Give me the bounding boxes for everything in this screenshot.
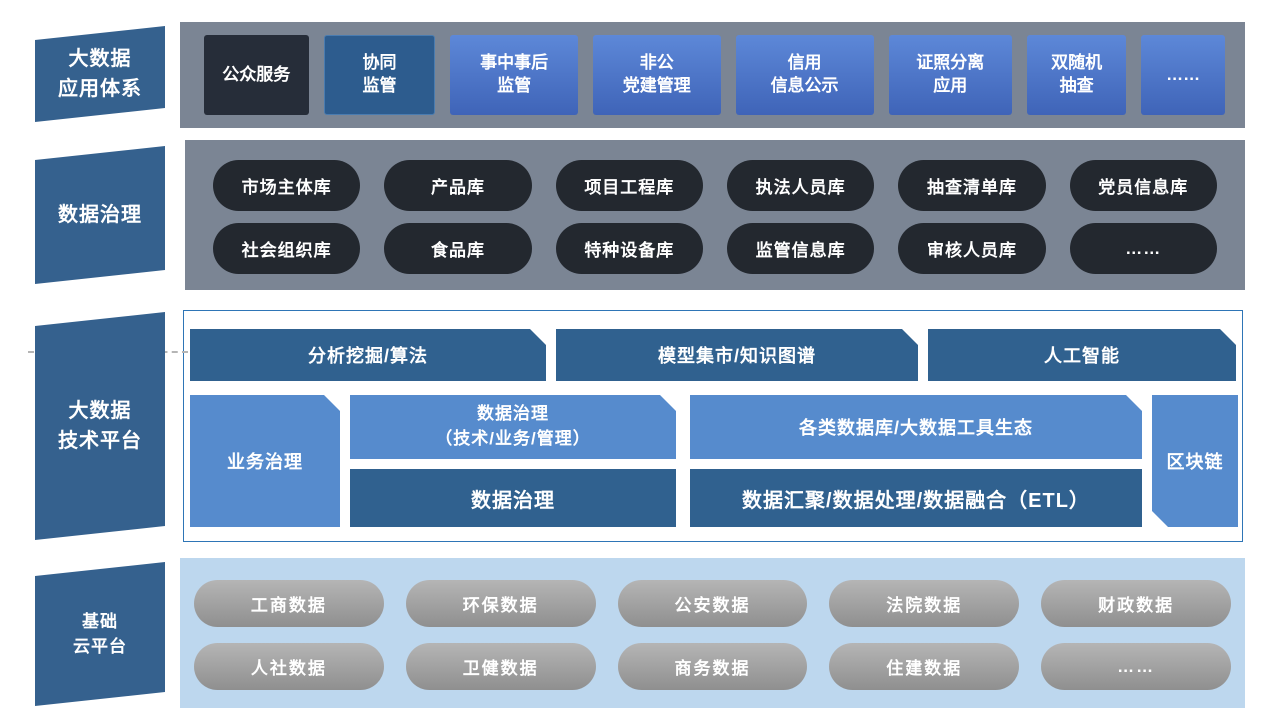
platform-panel: 分析挖掘/算法 模型集市/知识图谱 人工智能 业务治理 数据治理 （技术/业务/… [183, 310, 1243, 542]
db-pill-products: 产品库 [384, 160, 532, 211]
governance-row-1: 市场主体库 产品库 项目工程库 执法人员库 抽查清单库 党员信息库 [213, 160, 1217, 211]
app-item-collab-regulation: 协同 监管 [323, 35, 436, 115]
db-pill-market-entities: 市场主体库 [213, 160, 361, 211]
app-item-credit-publicity: 信用 信息公示 [735, 35, 874, 115]
app-item-inprocess-supervision: 事中事后 监管 [450, 35, 578, 115]
db-pill-food: 食品库 [384, 223, 532, 274]
applications-panel: 公众服务 协同 监管 事中事后 监管 非公 党建管理 信用 信息公示 证照分离 … [180, 22, 1245, 128]
db-pill-party-members: 党员信息库 [1069, 160, 1217, 211]
db-pill-spot-check-lists: 抽查清单库 [898, 160, 1046, 211]
data-pill-court: 法院数据 [829, 580, 1020, 627]
platform-block-database-tool-ecosystem: 各类数据库/大数据工具生态 [690, 395, 1142, 459]
data-pill-human-resources: 人社数据 [194, 643, 384, 690]
db-pill-supervision-info: 监管信息库 [726, 223, 875, 274]
app-item-more-ellipsis: …… [1141, 35, 1225, 115]
platform-block-business-governance: 业务治理 [190, 395, 340, 527]
cloud-row-2: 人社数据 卫健数据 商务数据 住建数据 …… [194, 643, 1231, 690]
db-pill-more-ellipsis: …… [1069, 223, 1217, 274]
app-item-party-building: 非公 党建管理 [592, 35, 721, 115]
cloud-panel: 工商数据 环保数据 公安数据 法院数据 财政数据 人社数据 卫健数据 商务数据 … [180, 558, 1245, 708]
data-pill-finance: 财政数据 [1041, 580, 1231, 627]
platform-block-blockchain: 区块链 [1152, 395, 1238, 527]
data-pill-housing-construction: 住建数据 [829, 643, 1020, 690]
band-label-applications: 大数据 应用体系 [35, 26, 165, 122]
band-label-governance: 数据治理 [35, 146, 165, 284]
band-label-cloud: 基础 云平台 [35, 562, 165, 706]
governance-panel: 市场主体库 产品库 项目工程库 执法人员库 抽查清单库 党员信息库 社会组织库 … [185, 140, 1245, 290]
platform-bar-ai: 人工智能 [928, 329, 1236, 381]
platform-bar-model-mart-knowledge-graph: 模型集市/知识图谱 [556, 329, 918, 381]
data-pill-public-security: 公安数据 [617, 580, 808, 627]
governance-row-2: 社会组织库 食品库 特种设备库 监管信息库 审核人员库 …… [213, 223, 1217, 274]
platform-block-data-governance: 数据治理 [350, 469, 676, 527]
platform-block-etl: 数据汇聚/数据处理/数据融合（ETL） [690, 469, 1142, 527]
data-pill-environment: 环保数据 [405, 580, 596, 627]
platform-block-data-governance-tech: 数据治理 （技术/业务/管理） [350, 395, 676, 459]
db-pill-enforcement-staff: 执法人员库 [726, 160, 875, 211]
data-pill-health: 卫健数据 [405, 643, 596, 690]
data-pill-industry-commerce: 工商数据 [194, 580, 384, 627]
db-pill-social-orgs: 社会组织库 [213, 223, 361, 274]
data-pill-commerce: 商务数据 [617, 643, 808, 690]
db-pill-special-equipment: 特种设备库 [555, 223, 703, 274]
app-item-license-separation: 证照分离 应用 [888, 35, 1012, 115]
cloud-row-1: 工商数据 环保数据 公安数据 法院数据 财政数据 [194, 580, 1231, 627]
app-item-double-random-check: 双随机 抽查 [1027, 35, 1127, 115]
db-pill-projects: 项目工程库 [555, 160, 703, 211]
band-label-platform: 大数据 技术平台 [35, 312, 165, 540]
db-pill-auditors: 审核人员库 [898, 223, 1046, 274]
data-pill-more-ellipsis: …… [1041, 643, 1231, 690]
platform-bar-analytics-mining: 分析挖掘/算法 [190, 329, 546, 381]
app-item-public-service: 公众服务 [204, 35, 309, 115]
